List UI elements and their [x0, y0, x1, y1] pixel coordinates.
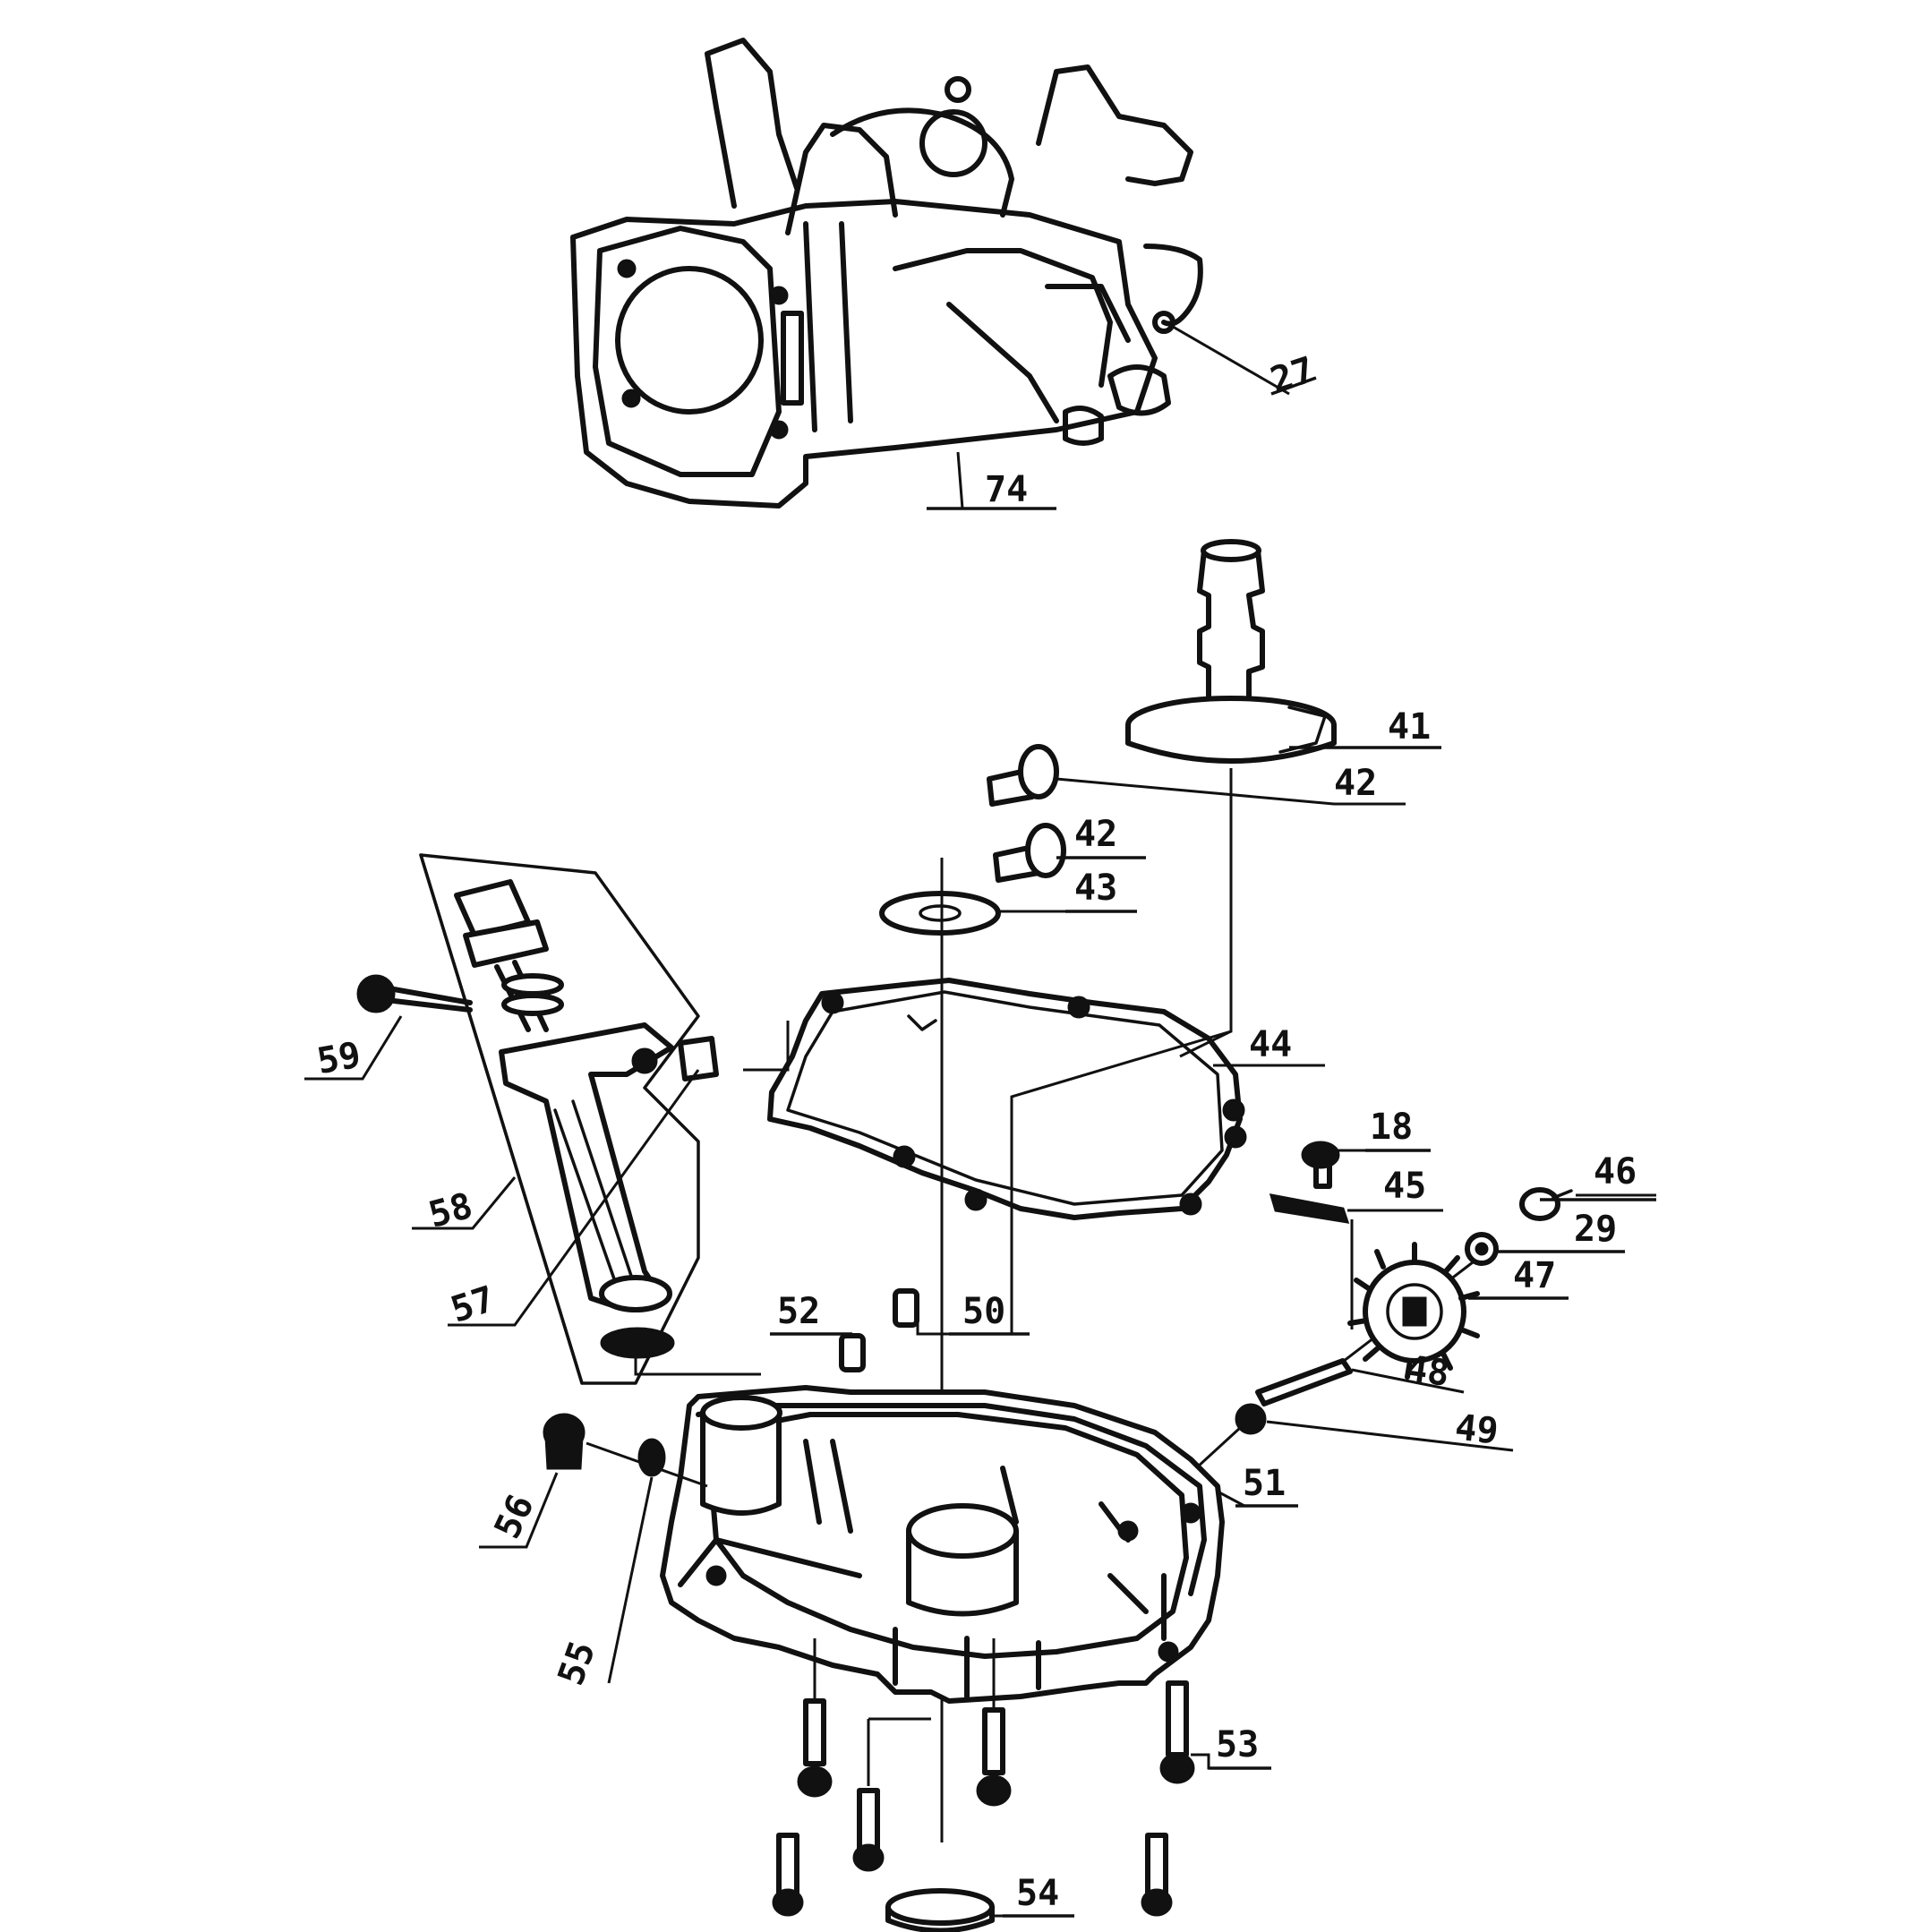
washer-29 — [1465, 1232, 1499, 1266]
cylinder-block-part — [570, 38, 1203, 509]
callout-42-lower: 42 — [1074, 814, 1117, 855]
gasket-44 — [767, 978, 1247, 1220]
callout-44: 44 — [1249, 1024, 1292, 1065]
ball-49 — [1235, 1403, 1267, 1435]
callout-74: 74 — [985, 469, 1028, 510]
dowel-50 — [893, 1288, 919, 1328]
washer-43 — [879, 891, 1001, 936]
camshaft-part — [1125, 539, 1337, 764]
dipstick-assembly — [419, 853, 719, 1385]
callout-42-upper: 42 — [1334, 763, 1377, 804]
oil-seal-54 — [885, 1888, 995, 1932]
bolt-53-e — [852, 1788, 885, 1872]
bolt-53-c — [1159, 1680, 1195, 1784]
bolt-42-upper — [987, 744, 1059, 807]
drain-plug-56 — [543, 1413, 586, 1470]
callout-18: 18 — [1370, 1107, 1413, 1148]
bolt-53-f — [1141, 1833, 1173, 1917]
callout-55: 55 — [551, 1636, 604, 1690]
bolt-18 — [1301, 1141, 1340, 1189]
callout-53: 53 — [1216, 1724, 1259, 1765]
callout-29: 29 — [1574, 1209, 1617, 1250]
bolt-42-lower — [993, 823, 1066, 883]
callout-56: 56 — [487, 1489, 543, 1545]
callout-47: 47 — [1513, 1255, 1556, 1296]
key-45 — [1269, 1193, 1350, 1224]
callout-41: 41 — [1388, 706, 1431, 748]
callout-57: 57 — [446, 1278, 500, 1331]
callout-46: 46 — [1594, 1151, 1637, 1193]
shaft-48 — [1255, 1358, 1353, 1406]
callout-52: 52 — [777, 1291, 820, 1332]
oil-pump-gear-47 — [1347, 1242, 1480, 1380]
callout-49: 49 — [1453, 1407, 1500, 1453]
bolt-53-b — [976, 1707, 1012, 1807]
callout-54: 54 — [1016, 1873, 1059, 1914]
bolt-53-a — [797, 1698, 833, 1798]
callout-48: 48 — [1403, 1348, 1451, 1395]
callout-45: 45 — [1383, 1166, 1426, 1207]
callout-51: 51 — [1243, 1463, 1286, 1504]
callout-50: 50 — [962, 1291, 1005, 1332]
screw-46 — [1519, 1187, 1573, 1221]
callout-43: 43 — [1074, 868, 1117, 909]
bolt-59 — [356, 974, 473, 1013]
callout-59: 59 — [314, 1034, 363, 1082]
dowel-52 — [839, 1333, 866, 1372]
washer-55 — [637, 1438, 666, 1477]
bolt-53-d — [772, 1833, 804, 1917]
crankcase-cover-51 — [660, 1385, 1225, 1704]
